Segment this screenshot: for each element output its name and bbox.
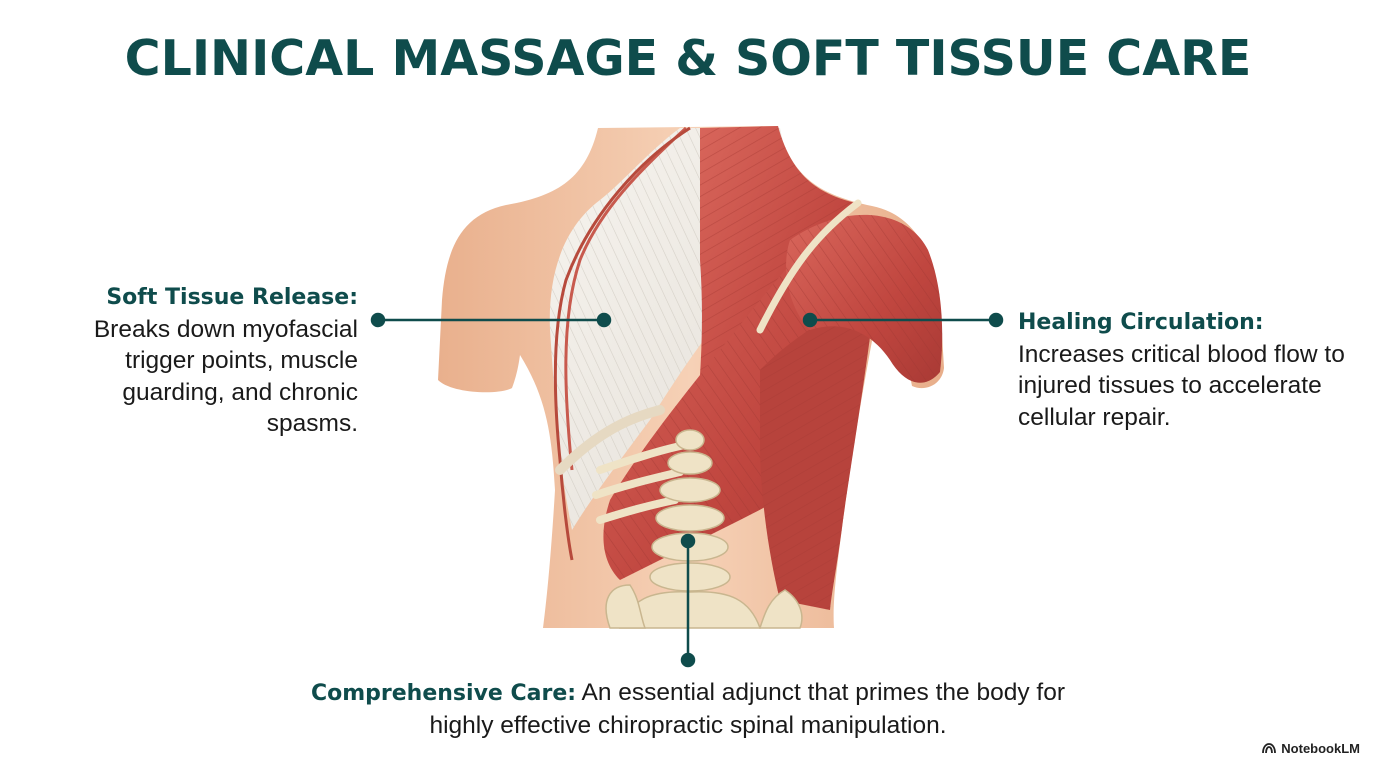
trapezius-muscle bbox=[690, 126, 860, 470]
page-title: CLINICAL MASSAGE & SOFT TISSUE CARE bbox=[124, 30, 1252, 87]
skin-edge bbox=[553, 126, 691, 561]
brand-watermark: NotebookLM bbox=[1262, 741, 1360, 756]
callout-healing-circulation: Healing Circulation: Increases critical … bbox=[1018, 307, 1348, 433]
right-outer-dot bbox=[988, 312, 1004, 328]
callout-comprehensive-care: Comprehensive Care: An essential adjunct… bbox=[288, 677, 1088, 741]
callout-body: Breaks down myofascial trigger points, m… bbox=[93, 315, 358, 438]
deltoid-muscle bbox=[756, 199, 943, 383]
callout-heading: Soft Tissue Release: bbox=[106, 285, 358, 310]
callout-soft-tissue-release: Soft Tissue Release: Breaks down myofasc… bbox=[38, 282, 358, 440]
ribs bbox=[592, 441, 689, 524]
left-outer-dot bbox=[370, 312, 386, 328]
callout-heading: Healing Circulation: bbox=[1018, 310, 1264, 335]
callout-connectors bbox=[370, 312, 1004, 668]
notebooklm-logo-icon bbox=[1262, 743, 1277, 754]
callout-heading: Comprehensive Care: bbox=[310, 681, 577, 706]
left-inner-dot bbox=[596, 312, 612, 328]
lumbar-spine bbox=[618, 429, 762, 629]
callout-body: An essential adjunct that primes the bod… bbox=[429, 679, 1065, 739]
brand-label: NotebookLM bbox=[1281, 741, 1360, 756]
lower-back-muscle-right bbox=[760, 300, 875, 610]
pelvis bbox=[605, 584, 803, 629]
right-inner-dot bbox=[802, 312, 818, 328]
callout-body: Increases critical blood flow to injured… bbox=[1018, 340, 1345, 431]
bottom-inner-dot bbox=[680, 533, 696, 549]
bottom-outer-dot bbox=[680, 652, 696, 668]
